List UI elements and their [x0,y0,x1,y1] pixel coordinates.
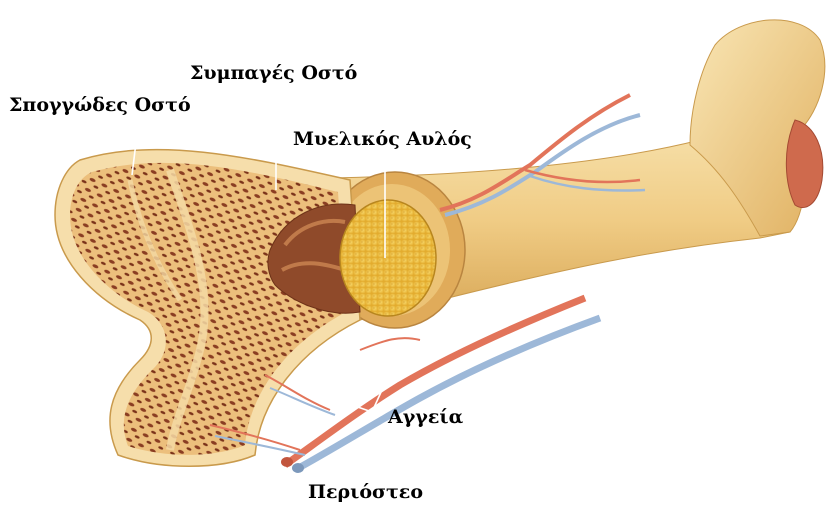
label-vessels: Αγγεία [388,408,463,427]
label-medullary-cavity: Μυελικός Αυλός [293,130,472,149]
label-compact-bone: Συμπαγές Οστό [190,64,357,83]
label-spongy-bone: Σπογγώδες Οστό [9,96,191,115]
red-marrow-patch [786,120,822,208]
label-periosteum: Περιόστεο [308,483,423,502]
leader-periosteum [240,468,300,483]
yellow-marrow [340,200,436,316]
vein-lower [295,318,600,470]
